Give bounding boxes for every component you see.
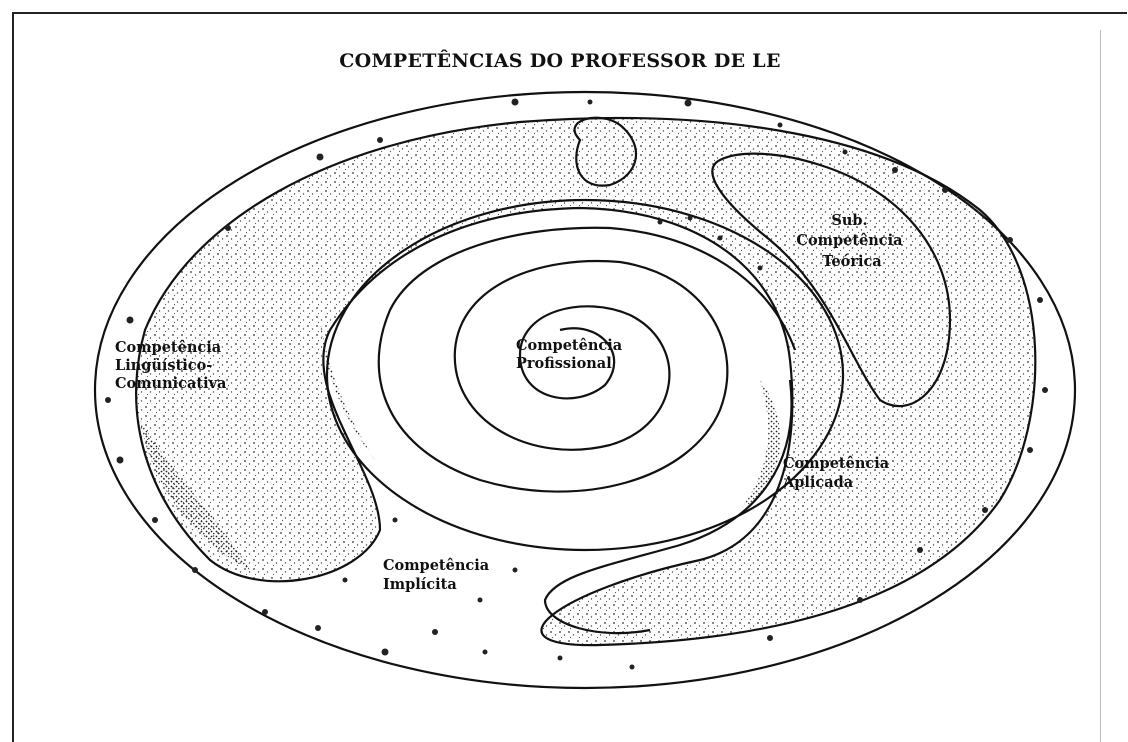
diagram-title: COMPETÊNCIAS DO PROFESSOR DE LE — [339, 49, 781, 72]
linguistico-comunicativa-region — [136, 118, 1035, 645]
shading-center-right — [740, 380, 780, 510]
label-implicita: Competência Implícita — [383, 557, 494, 593]
label-linguistico-comunicativa: Competência Lingüístico- Comunicativa — [115, 339, 227, 392]
label-profissional: Competência Profissional — [516, 337, 627, 372]
